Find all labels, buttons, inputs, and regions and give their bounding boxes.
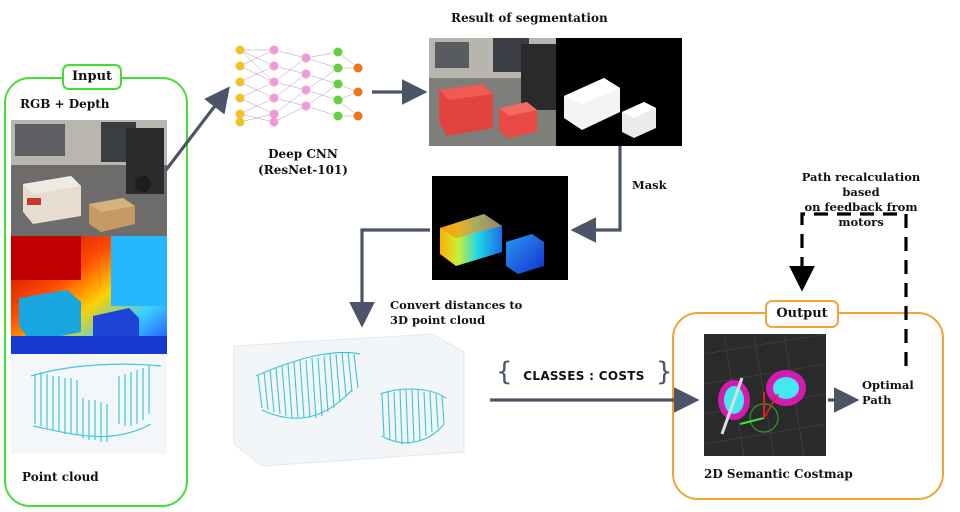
- cnn-label: Deep CNN (ResNet-101): [258, 146, 348, 178]
- large-point-cloud-image: [232, 332, 468, 472]
- arrow-depth-to-pointcloud: [349, 228, 430, 328]
- optimal-path-line1: Optimal: [862, 378, 914, 392]
- convert-label-line1: Convert distances to: [390, 298, 523, 312]
- point-cloud-label: Point cloud: [22, 470, 99, 484]
- left-brace: {: [496, 357, 513, 387]
- mask-label: Mask: [632, 178, 667, 192]
- segmentation-title: Result of segmentation: [451, 11, 608, 25]
- arrow-input-to-cnn: [164, 86, 230, 171]
- feedback-label-line1: Path recalculation based: [801, 170, 921, 199]
- convert-label: Convert distances to 3D point cloud: [390, 298, 522, 328]
- arrow-mask-to-depth: [570, 146, 622, 243]
- costmap-image: [704, 334, 826, 456]
- arrow-feedback-loop: [789, 212, 908, 366]
- segmentation-rgb-image: [429, 38, 556, 146]
- optimal-path-line2: Path: [862, 393, 892, 407]
- depth-image: [11, 236, 167, 354]
- masked-depth-image: [432, 176, 568, 280]
- classes-costs-label: CLASSES : COSTS: [523, 369, 645, 383]
- feedback-label: Path recalculation based on feedback fro…: [786, 170, 936, 230]
- rgb-depth-label: RGB + Depth: [20, 97, 110, 111]
- cnn-network-diagram: [228, 40, 368, 132]
- input-tag: Input: [62, 64, 122, 90]
- feedback-label-line2: on feedback from motors: [804, 200, 918, 229]
- costmap-label: 2D Semantic Costmap: [704, 467, 853, 481]
- convert-label-line2: 3D point cloud: [390, 313, 486, 327]
- optimal-path-label: Optimal Path: [862, 378, 914, 408]
- rgb-image: [11, 120, 167, 236]
- right-brace: }: [656, 357, 673, 387]
- cnn-label-line2: (ResNet-101): [258, 163, 348, 177]
- point-cloud-image: [11, 354, 167, 454]
- output-tag: Output: [765, 300, 839, 328]
- cnn-label-line1: Deep CNN: [268, 147, 338, 161]
- segmentation-mask-image: [556, 38, 682, 146]
